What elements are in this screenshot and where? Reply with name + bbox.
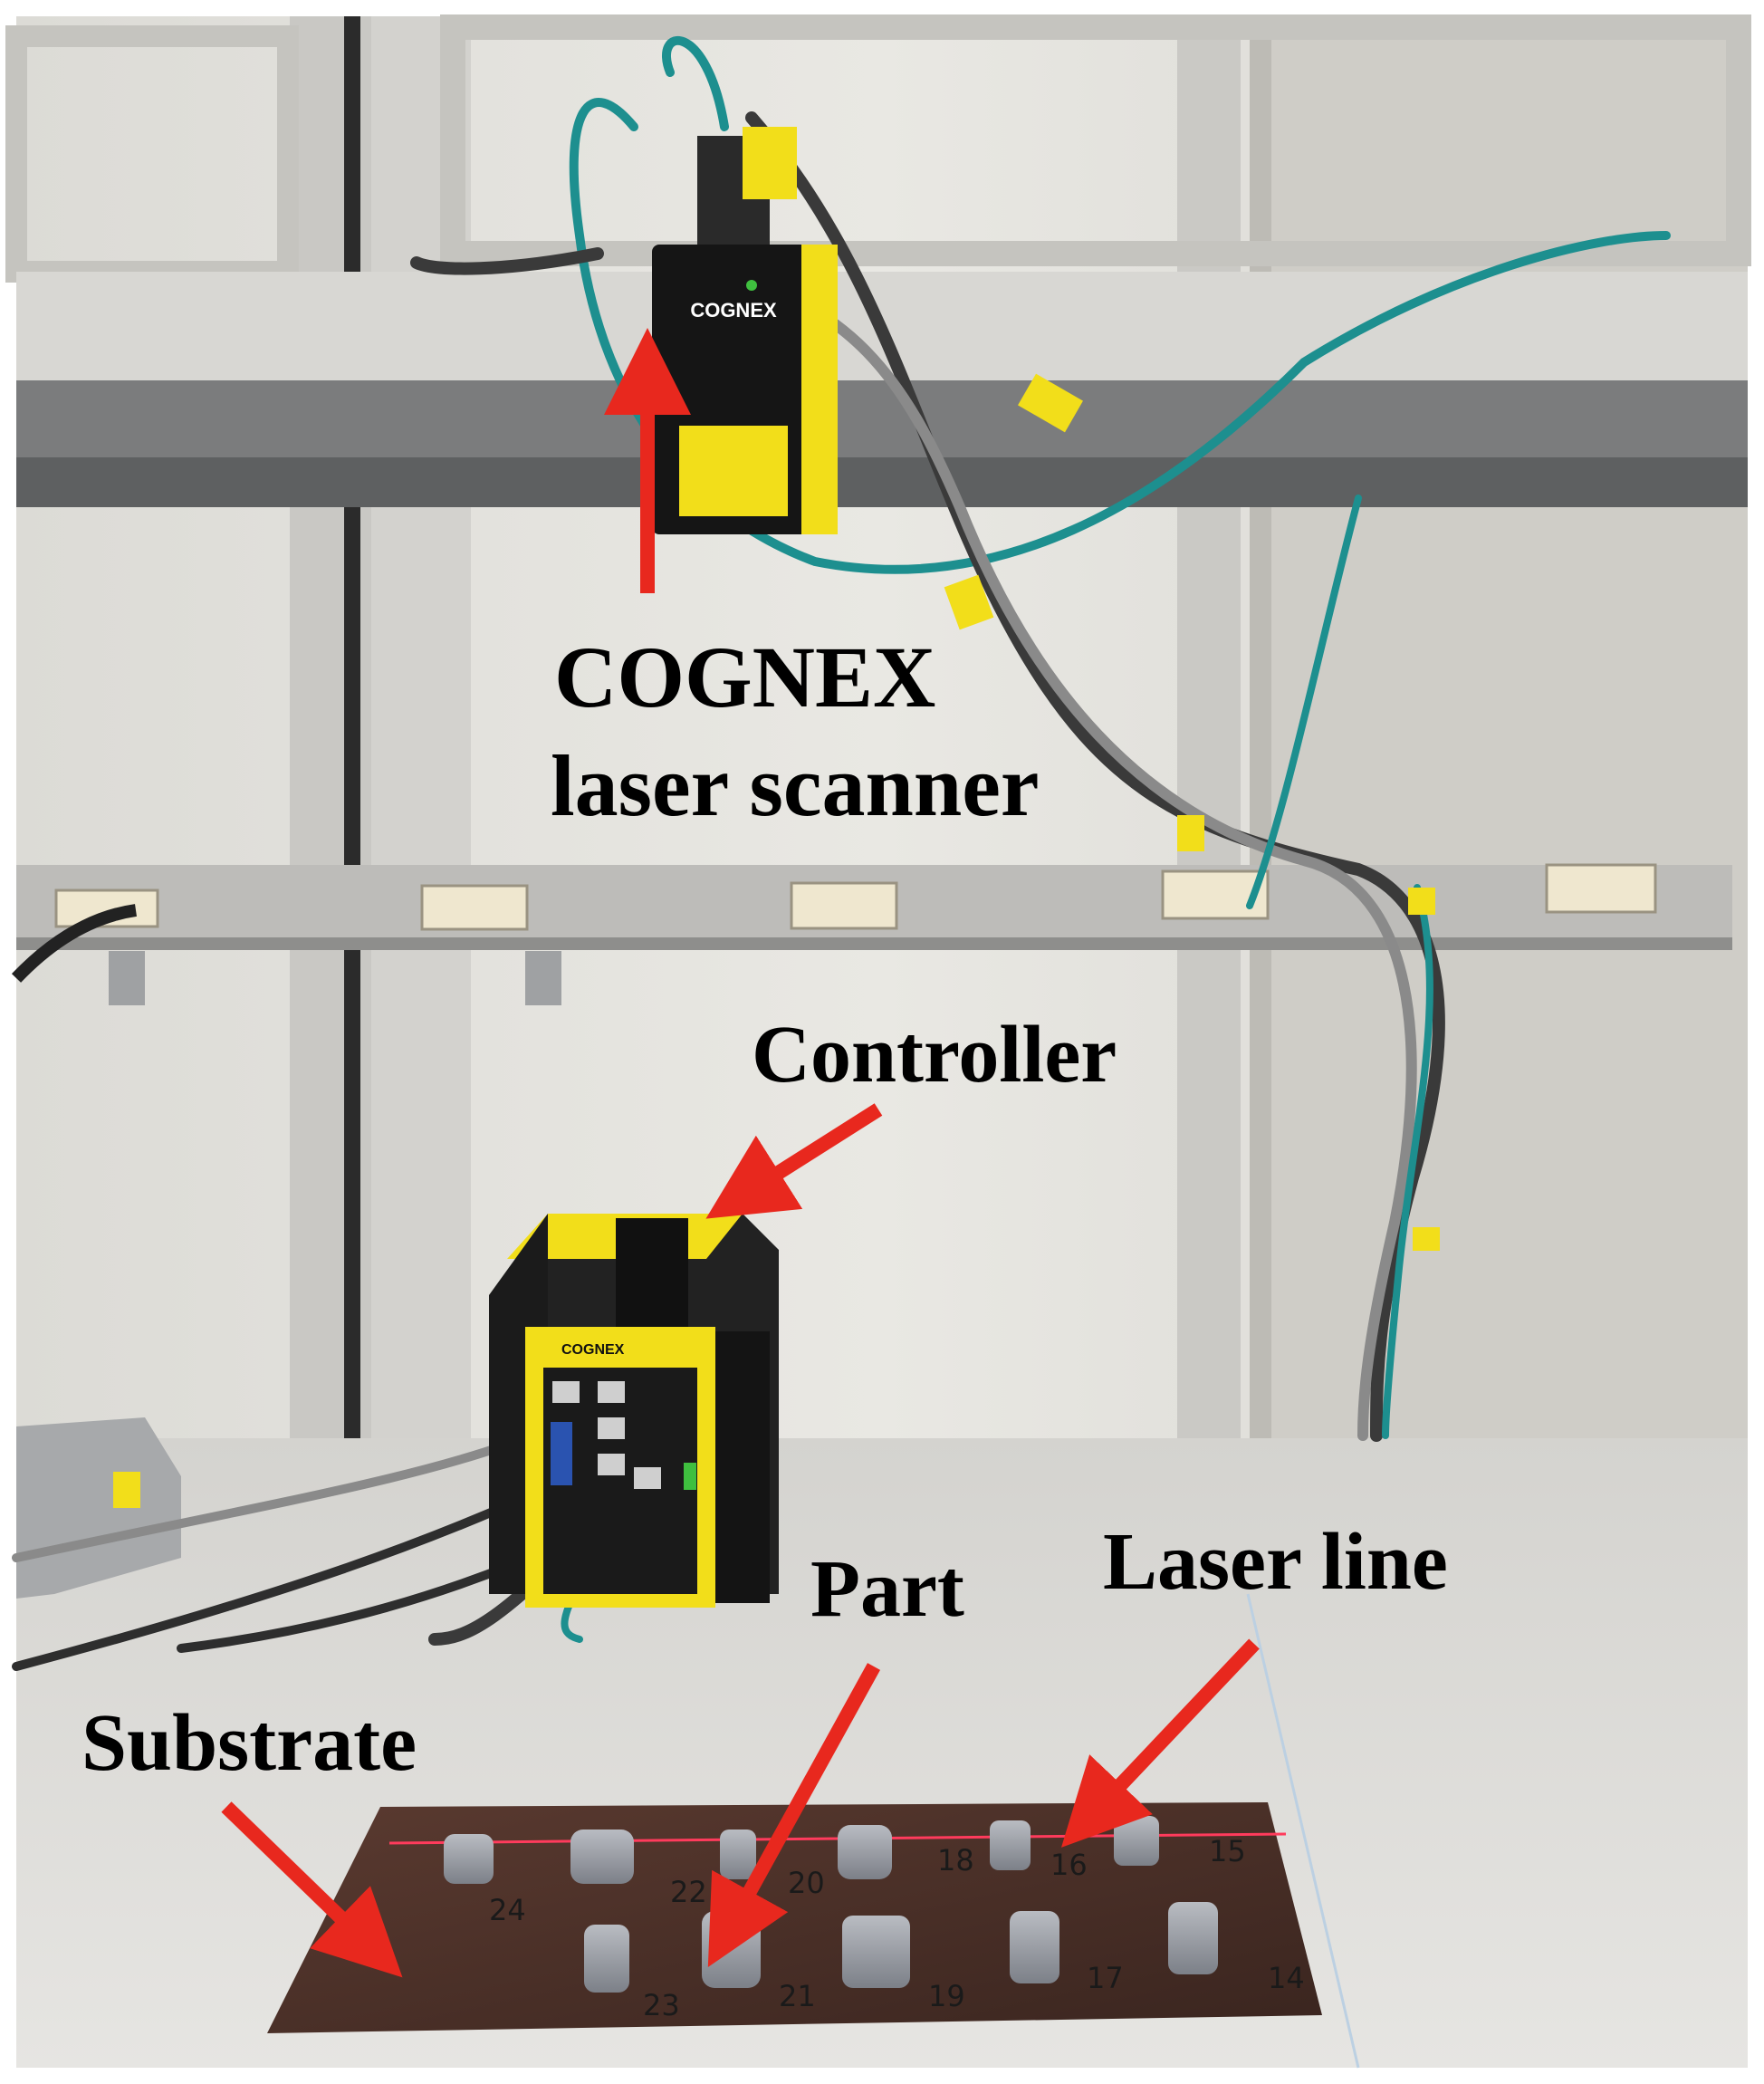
concrete-column [1250, 16, 1748, 1438]
controller-device: COGNEX [489, 1214, 779, 1608]
controller-brand-text: COGNEX [561, 1342, 625, 1358]
plate-number: 21 [779, 1979, 816, 2013]
plate-number: 15 [1209, 1834, 1246, 1868]
plate-number: 16 [1050, 1848, 1088, 1882]
plate-number: 24 [489, 1893, 526, 1927]
plate-number: 20 [788, 1866, 825, 1900]
substrate-label: Substrate [81, 1698, 417, 1788]
plate-number: 17 [1087, 1961, 1124, 1995]
plate-number: 23 [643, 1988, 680, 2022]
scanner-brand-text: COGNEX [690, 299, 777, 322]
part-label: Part [810, 1544, 964, 1634]
substrate-plate: 24 22 20 18 16 15 23 21 19 17 14 [267, 1802, 1322, 2033]
arrow-icon [221, 1801, 403, 1978]
laser-scanner: COGNEX [652, 127, 838, 534]
controller-label: Controller [752, 1010, 1117, 1100]
plate-number: 14 [1268, 1961, 1305, 1995]
arrow-icon [707, 1663, 881, 1968]
frame-post-right [1177, 16, 1241, 1438]
laser-line-label: Laser line [1103, 1517, 1448, 1607]
scanner-label-line1: COGNEX [554, 629, 936, 725]
plate-number: 22 [670, 1875, 707, 1909]
arrow-icon [1060, 1638, 1260, 1848]
arrow-icon [705, 1103, 883, 1219]
scanner-label-line2: laser scanner [551, 737, 1040, 834]
plate-number: 19 [928, 1979, 965, 2013]
plate-number: 18 [937, 1843, 974, 1878]
